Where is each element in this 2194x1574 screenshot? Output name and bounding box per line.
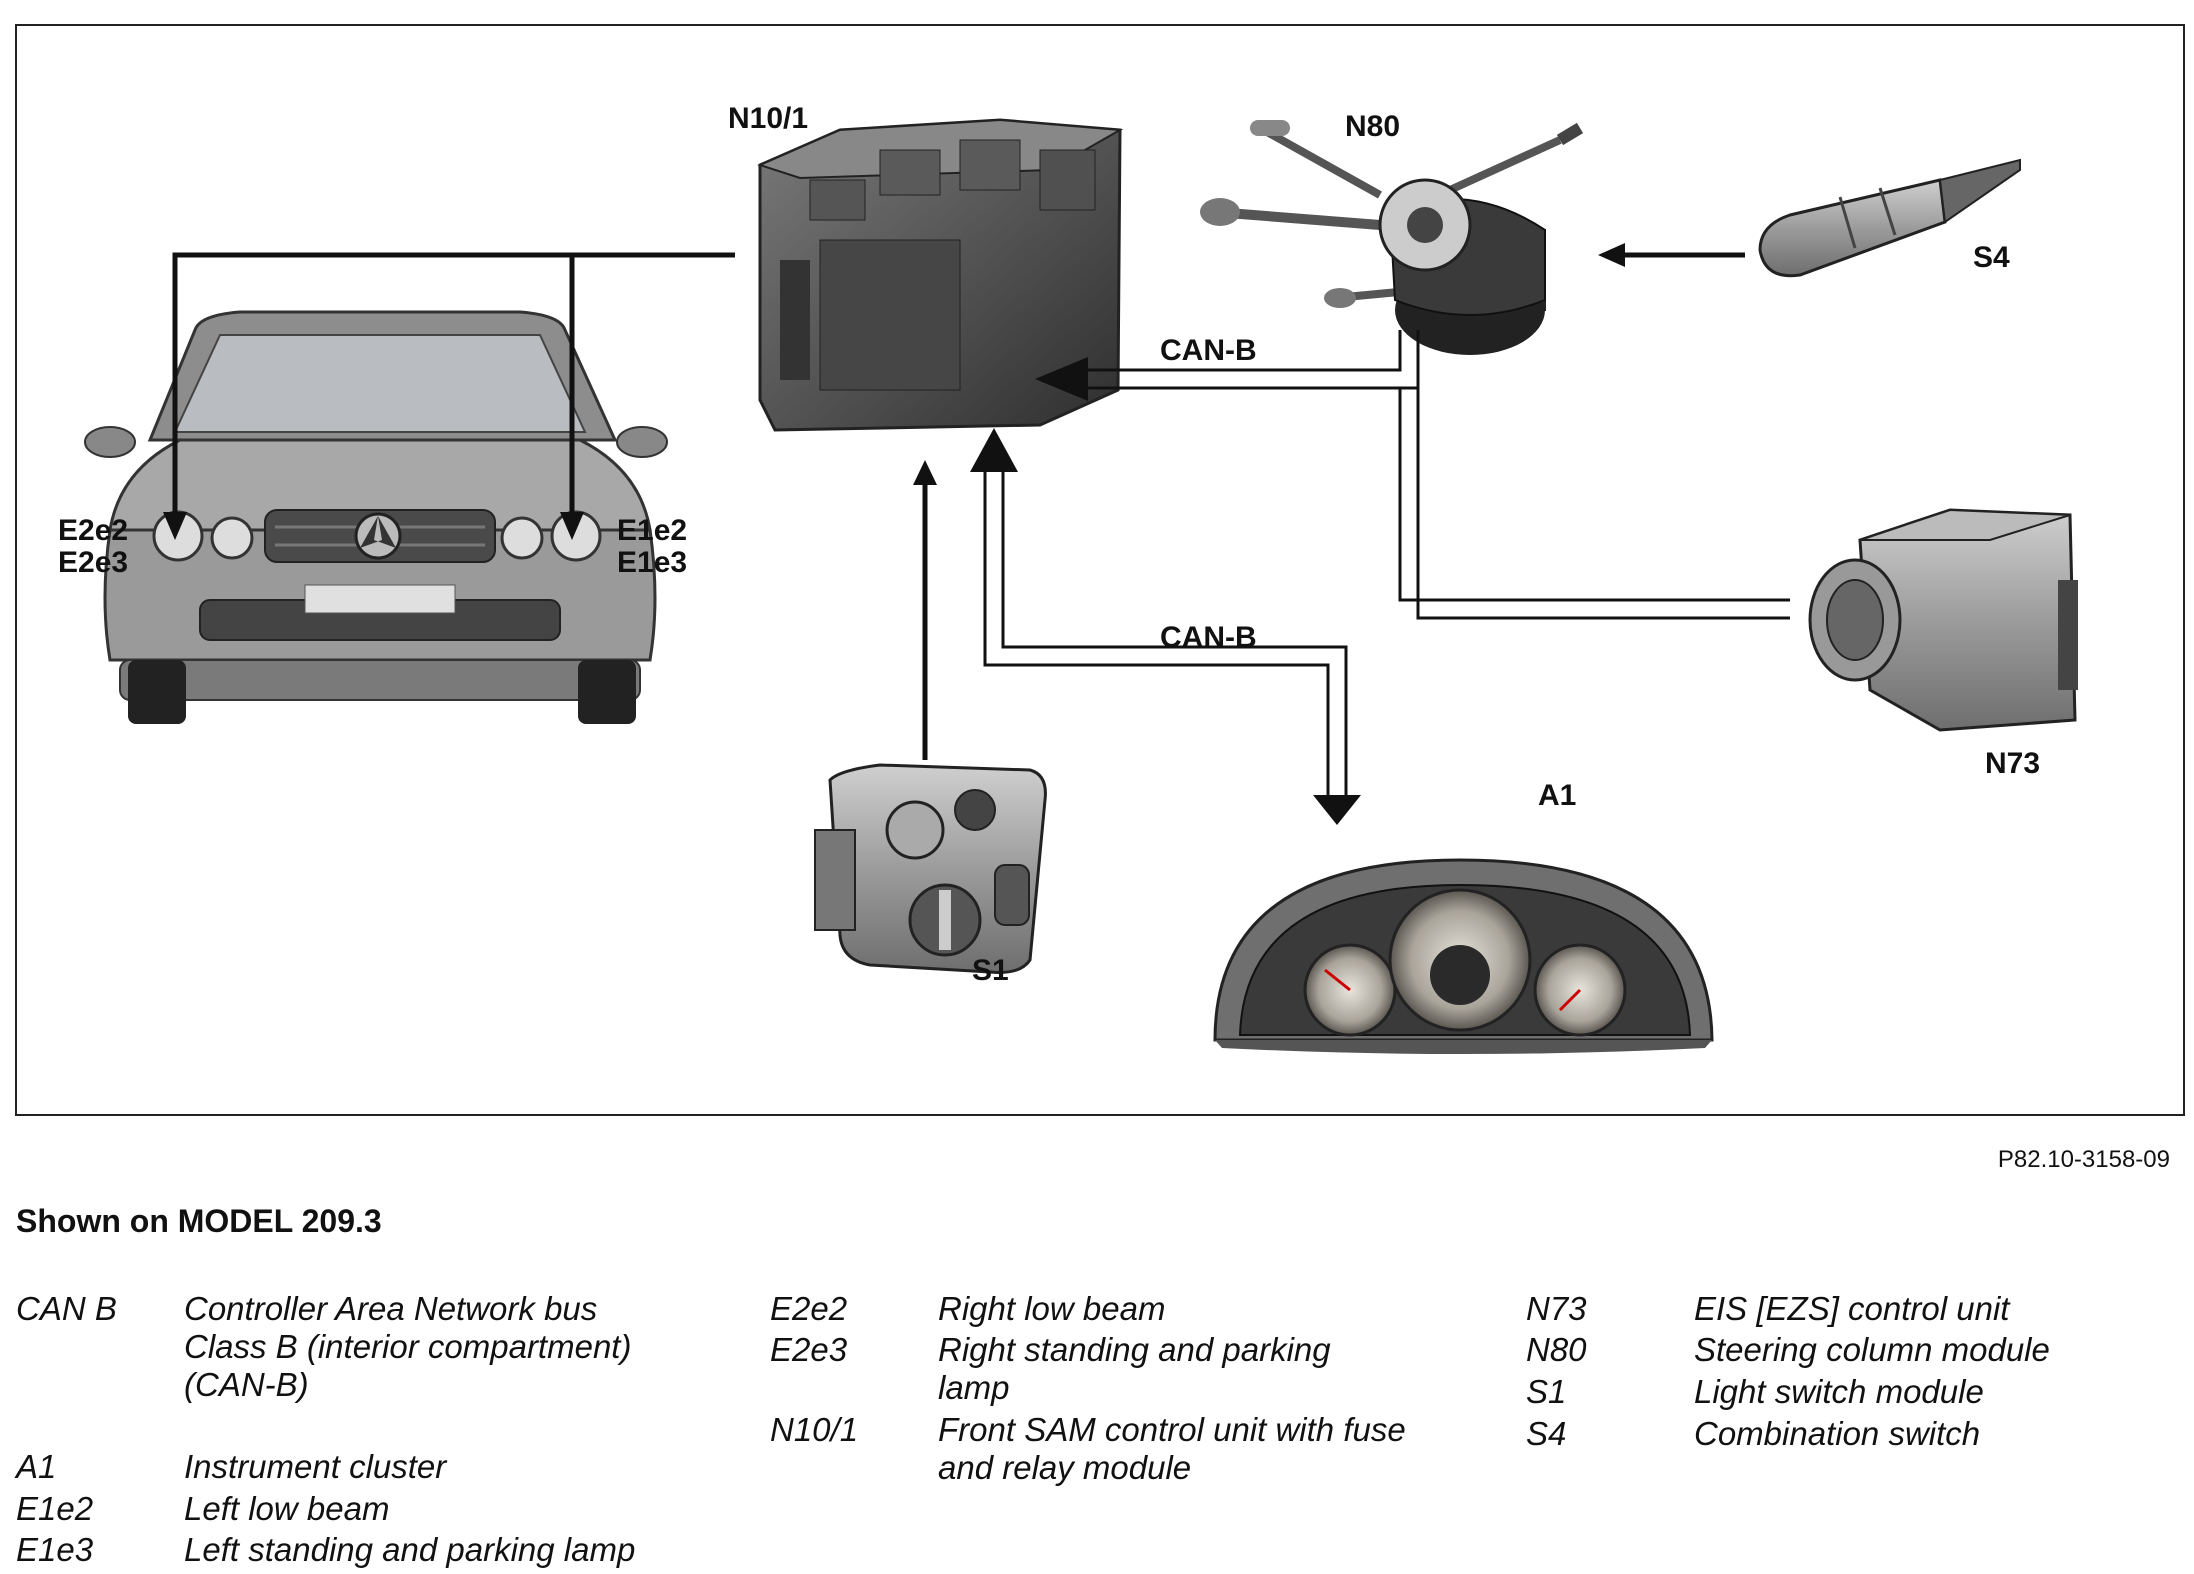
legend-desc: Steering column module xyxy=(1694,1331,2050,1368)
label-n10-1: N10/1 xyxy=(728,102,808,135)
arrowheads xyxy=(163,243,1625,825)
legend-code: E2e3 xyxy=(770,1331,848,1368)
legend-code: E1e3 xyxy=(16,1531,94,1568)
can-b-upper-bus xyxy=(1085,330,1402,372)
legend-code: N73 xyxy=(1526,1290,1587,1327)
n73-bus xyxy=(1398,388,1790,602)
legend-desc: Left standing and parking lamp xyxy=(184,1531,636,1568)
label-n80: N80 xyxy=(1345,110,1400,143)
label-e2e2: E2e2 xyxy=(58,514,128,547)
label-s4: S4 xyxy=(1973,241,2010,274)
can-b-lower-bus xyxy=(983,470,1330,800)
label-e2e3: E2e3 xyxy=(58,546,128,579)
n10-1-module-image xyxy=(757,118,1124,432)
n80-steering-column-image xyxy=(1200,120,1584,355)
a1-instrument-cluster-image xyxy=(1213,858,1714,1054)
s4-combination-switch-image xyxy=(1758,158,2021,278)
legend-code: CAN B xyxy=(16,1290,117,1327)
arrow-from-s1 xyxy=(913,460,937,485)
model-note: Shown on MODEL 209.3 xyxy=(16,1203,382,1239)
s1-light-switch-image xyxy=(814,763,1047,974)
arrow-to-left-headlamp xyxy=(163,512,187,540)
legend-desc: Right low beam xyxy=(938,1290,1166,1327)
arrow-can-b-to-a1 xyxy=(1313,795,1361,825)
legend-desc: Front SAM control unit with fuse and rel… xyxy=(938,1411,1406,1486)
legend-desc: Combination switch xyxy=(1694,1415,1981,1452)
n73-eis-unit-image xyxy=(1808,508,2078,732)
arrow-to-right-headlamp xyxy=(560,512,584,540)
legend-code: N80 xyxy=(1526,1331,1587,1368)
arrow-can-b-to-n10-1 xyxy=(1035,357,1088,401)
label-a1: A1 xyxy=(1538,779,1576,812)
legend-desc: Light switch module xyxy=(1694,1373,1984,1410)
arrow-can-b-lower-to-n10-1 xyxy=(970,428,1018,472)
legend-desc: Controller Area Network bus Class B (int… xyxy=(184,1290,632,1403)
legend-desc: Left low beam xyxy=(184,1490,390,1527)
label-s1: S1 xyxy=(972,954,1009,987)
label-n73: N73 xyxy=(1985,747,2040,780)
n73-bus-inner xyxy=(1416,330,1790,620)
figure-reference: P82.10-3158-09 xyxy=(1997,1146,2170,1173)
label-e1e2: E1e2 xyxy=(617,514,687,547)
legend-code: S1 xyxy=(1526,1373,1567,1410)
legend-code: E1e2 xyxy=(16,1490,94,1527)
legend-code: A1 xyxy=(16,1448,57,1485)
can-b-lower-bus-inner xyxy=(1001,470,1348,800)
label-e1e3: E1e3 xyxy=(617,546,687,579)
arrow-to-n80 xyxy=(1598,243,1625,267)
headlamp-feed-line xyxy=(172,252,735,518)
legend-desc: EIS [EZS] control unit xyxy=(1694,1290,2010,1327)
legend-code: S4 xyxy=(1526,1415,1567,1452)
legend-desc: Right standing and parking lamp xyxy=(938,1331,1331,1406)
legend-code: N10/1 xyxy=(770,1411,859,1448)
legend-desc: Instrument cluster xyxy=(184,1448,447,1485)
can-b-upper-label: CAN-B xyxy=(1160,334,1257,367)
vehicle-front-view xyxy=(84,310,668,724)
connection-lines xyxy=(172,252,1790,800)
can-b-lower-label: CAN-B xyxy=(1160,621,1257,654)
legend-code: E2e2 xyxy=(770,1290,848,1327)
